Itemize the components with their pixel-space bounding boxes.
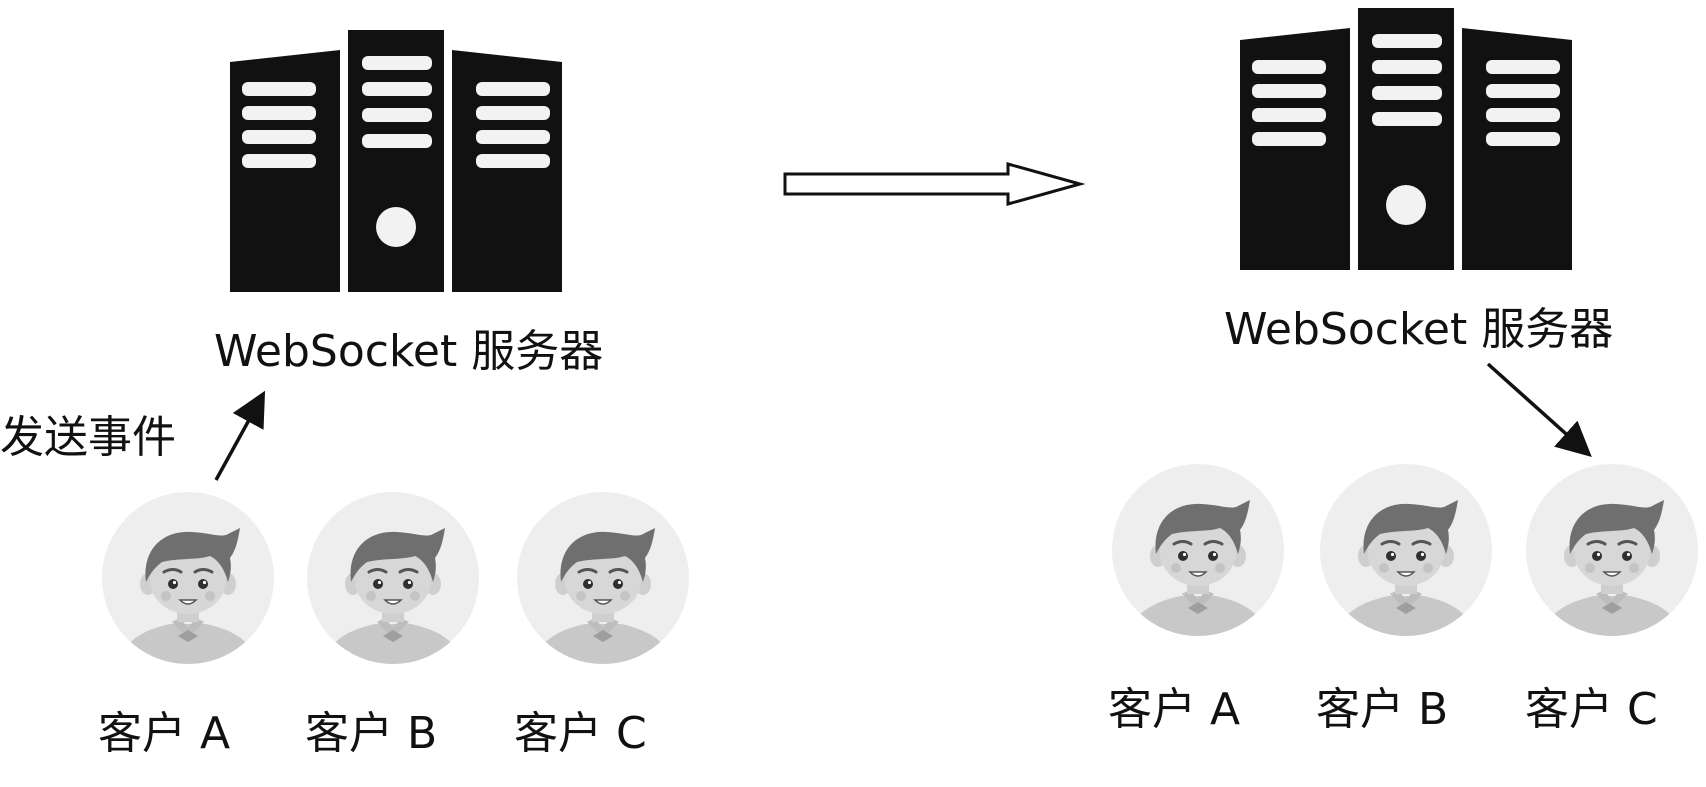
user-avatar-icon (1320, 464, 1492, 646)
broadcast-arrow (1486, 362, 1592, 458)
user-avatar-icon (1112, 464, 1284, 646)
send-event-arrow (214, 390, 266, 481)
left-panel: WebSocket 服务器 发送事件 客户 A 客户 B 客户 C (0, 30, 689, 759)
user-avatar-icon (1526, 464, 1698, 646)
left-server-label: WebSocket 服务器 (214, 326, 603, 377)
left-client-c: 客户 C (514, 492, 689, 759)
left-clients: 客户 A 客户 B 客户 C (98, 492, 689, 759)
user-avatar-icon (517, 492, 689, 674)
right-client-b-label: 客户 B (1316, 684, 1448, 735)
server-rack-icon (1240, 8, 1572, 270)
send-event-label: 发送事件 (0, 412, 176, 463)
right-client-c-label: 客户 C (1525, 684, 1658, 735)
left-server: WebSocket 服务器 (214, 30, 603, 377)
server-rack-icon (230, 30, 562, 292)
left-client-b: 客户 B (305, 492, 479, 759)
right-client-b: 客户 B (1316, 464, 1492, 735)
left-client-b-label: 客户 B (305, 708, 437, 759)
user-avatar-icon (102, 492, 274, 674)
right-panel: WebSocket 服务器 客户 A 客户 B 客户 C (1108, 8, 1698, 735)
right-server-label: WebSocket 服务器 (1224, 304, 1613, 355)
left-client-c-label: 客户 C (514, 708, 647, 759)
right-client-a-label: 客户 A (1108, 684, 1240, 735)
right-client-c: 客户 C (1525, 464, 1698, 735)
hollow-right-arrow-icon (783, 162, 1086, 206)
right-clients: 客户 A 客户 B 客户 C (1108, 464, 1698, 735)
left-client-a-label: 客户 A (98, 708, 230, 759)
right-client-a: 客户 A (1108, 464, 1284, 735)
right-server: WebSocket 服务器 (1224, 8, 1613, 355)
send-event-annotation: 发送事件 (0, 390, 266, 481)
left-client-a: 客户 A (98, 492, 274, 759)
user-avatar-icon (307, 492, 479, 674)
